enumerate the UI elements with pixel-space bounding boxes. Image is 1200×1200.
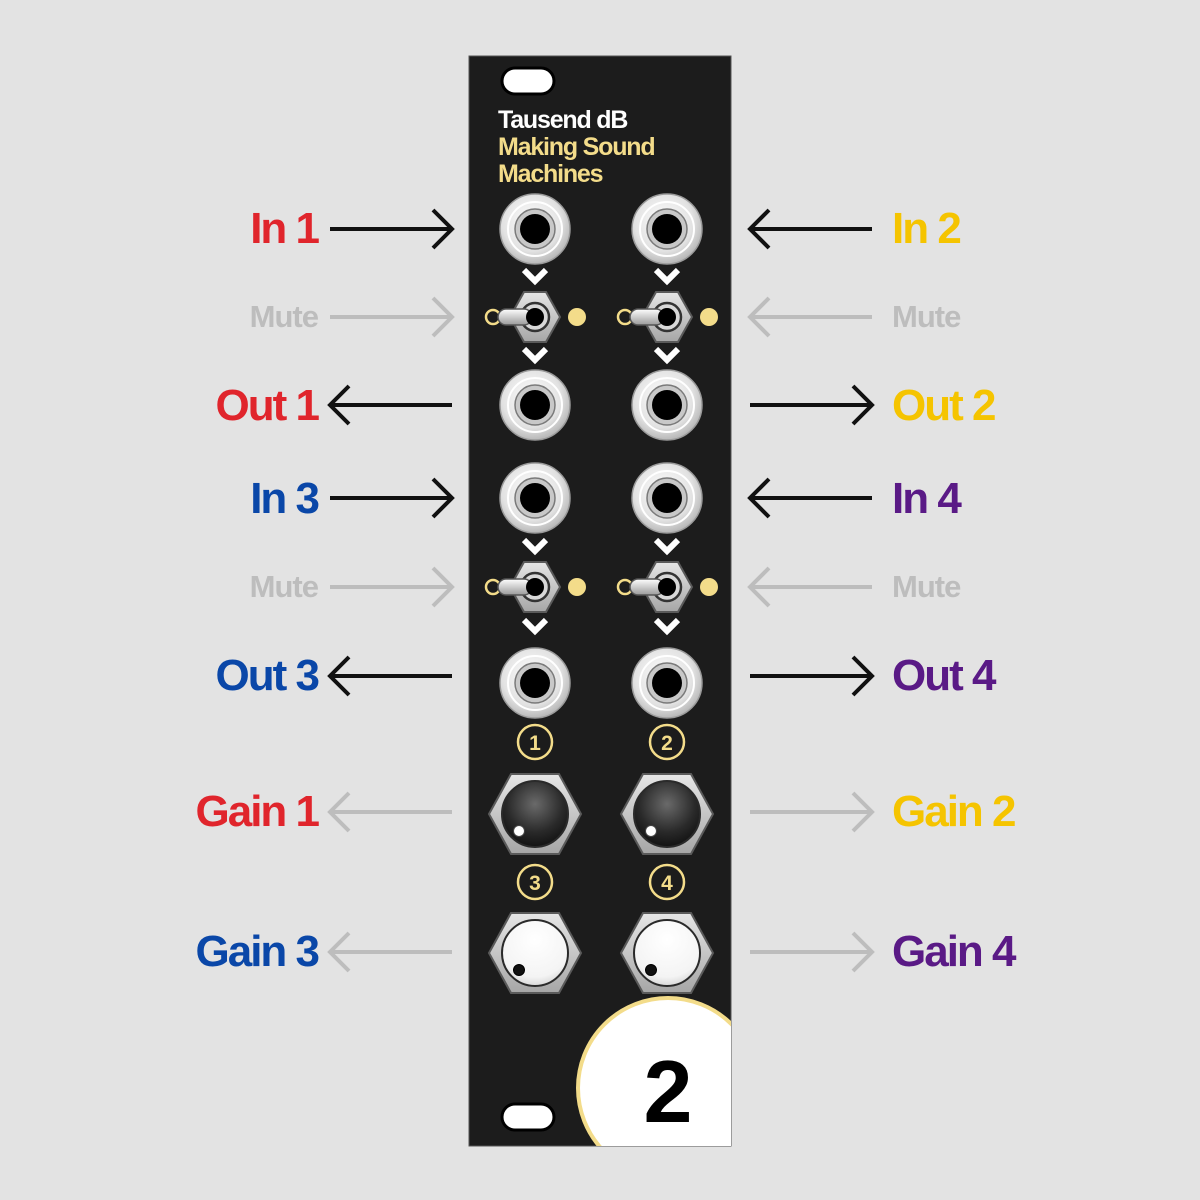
gain-knob-1[interactable] <box>487 773 583 855</box>
jack-out-1[interactable] <box>499 369 571 441</box>
mute-on-indicator-icon <box>700 578 718 596</box>
arrow-in-4-icon <box>747 477 872 519</box>
brand-name: Tausend dB <box>498 106 627 134</box>
jack-in-4[interactable] <box>631 462 703 534</box>
label-out-3: Out 3 <box>216 651 319 700</box>
label-in-4: In 4 <box>892 474 962 523</box>
mounting-hole-top <box>500 66 556 96</box>
knob-pointer-icon <box>513 825 525 837</box>
channel-badge-1: 1 <box>516 723 554 761</box>
signal-flow-chevron-icon <box>521 537 549 556</box>
signal-flow-chevron-icon <box>521 346 549 365</box>
arrow-mute-2-icon <box>747 296 872 338</box>
brand-tagline-2: Machines <box>498 160 603 188</box>
label-out-1: Out 1 <box>216 381 320 430</box>
channel-badge-2: 2 <box>648 723 686 761</box>
knob-pointer-icon <box>645 825 657 837</box>
label-mute-2: Mute <box>892 299 961 334</box>
signal-flow-chevron-icon <box>653 537 681 556</box>
module-number: 2 <box>644 1042 693 1141</box>
arrow-gain-2-icon <box>750 791 875 833</box>
channel-badge-number: 4 <box>661 872 673 895</box>
knob-pointer-icon <box>645 964 657 976</box>
channel-badge-4: 4 <box>648 863 686 901</box>
signal-flow-chevron-icon <box>653 267 681 286</box>
gain-knob-2[interactable] <box>619 773 715 855</box>
label-mute-4: Mute <box>892 569 961 604</box>
knob-pointer-icon <box>513 964 525 976</box>
label-gain-1: Gain 1 <box>196 787 320 836</box>
jack-in-2[interactable] <box>631 193 703 265</box>
arrow-gain-1-icon <box>327 791 452 833</box>
label-out-4: Out 4 <box>892 651 997 700</box>
jack-out-3[interactable] <box>499 647 571 719</box>
gain-knob-4[interactable] <box>619 912 715 994</box>
mounting-hole-bottom <box>500 1102 556 1132</box>
arrow-out-2-icon <box>750 384 875 426</box>
gain-knob-3[interactable] <box>487 912 583 994</box>
label-out-2: Out 2 <box>892 381 995 430</box>
mute-on-indicator-icon <box>568 308 586 326</box>
arrow-out-3-icon <box>327 655 452 697</box>
label-in-1: In 1 <box>250 204 319 253</box>
jack-out-2[interactable] <box>631 369 703 441</box>
arrow-in-1-icon <box>330 208 455 250</box>
signal-flow-chevron-icon <box>653 617 681 636</box>
jack-in-3[interactable] <box>499 462 571 534</box>
signal-flow-chevron-icon <box>521 617 549 636</box>
arrow-mute-3-icon <box>330 566 455 608</box>
module-number-badge <box>576 996 731 1146</box>
label-in-3: In 3 <box>250 474 318 523</box>
label-gain-3: Gain 3 <box>196 927 319 976</box>
arrow-in-3-icon <box>330 477 455 519</box>
channel-badge-number: 3 <box>529 872 541 895</box>
label-gain-2: Gain 2 <box>892 787 1015 836</box>
arrow-gain-4-icon <box>750 931 875 973</box>
label-in-2: In 2 <box>892 204 960 253</box>
mute-toggle-4[interactable] <box>616 561 718 613</box>
channel-badge-3: 3 <box>516 863 554 901</box>
mute-toggle-3[interactable] <box>484 561 586 613</box>
label-mute-3: Mute <box>250 569 319 604</box>
arrow-gain-3-icon <box>327 931 452 973</box>
channel-badge-number: 2 <box>661 732 673 755</box>
arrow-out-1-icon <box>327 384 452 426</box>
channel-badge-number: 1 <box>529 732 541 755</box>
arrow-mute-1-icon <box>330 296 455 338</box>
jack-out-4[interactable] <box>631 647 703 719</box>
arrow-out-4-icon <box>750 655 875 697</box>
label-mute-1: Mute <box>250 299 319 334</box>
arrow-in-2-icon <box>747 208 872 250</box>
mute-on-indicator-icon <box>700 308 718 326</box>
jack-in-1[interactable] <box>499 193 571 265</box>
mute-toggle-1[interactable] <box>484 291 586 343</box>
signal-flow-chevron-icon <box>521 267 549 286</box>
label-gain-4: Gain 4 <box>892 927 1017 976</box>
arrow-mute-4-icon <box>747 566 872 608</box>
mute-toggle-2[interactable] <box>616 291 718 343</box>
brand-tagline-1: Making Sound <box>498 133 654 161</box>
mute-on-indicator-icon <box>568 578 586 596</box>
signal-flow-chevron-icon <box>653 346 681 365</box>
